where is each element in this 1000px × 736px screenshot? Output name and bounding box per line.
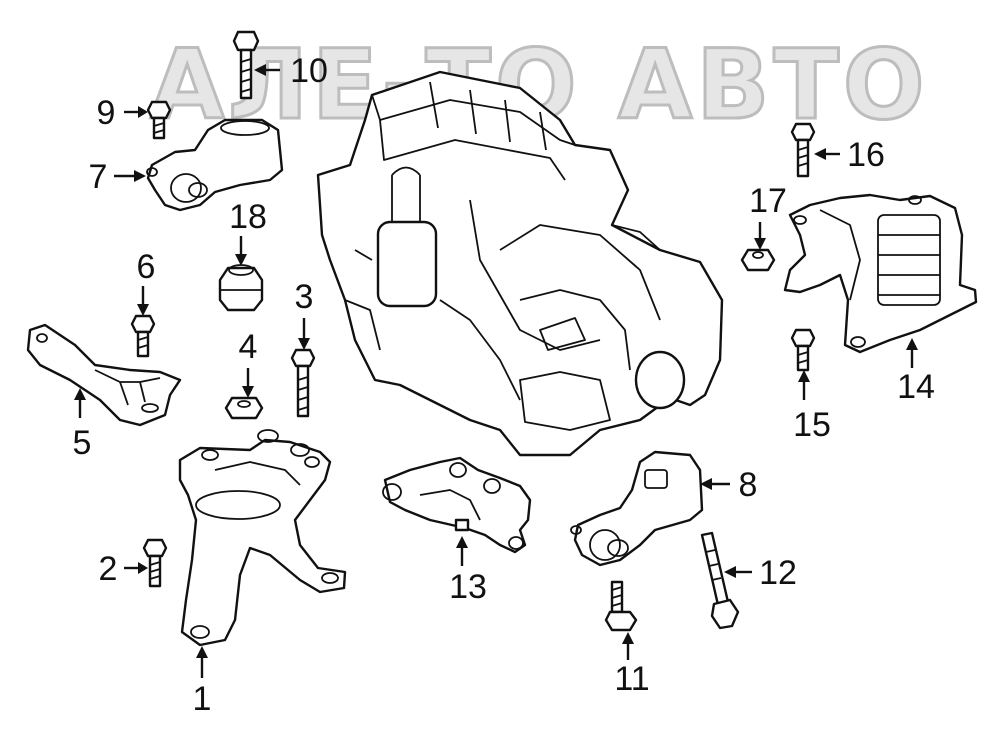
part-3-bolt	[290, 348, 316, 418]
part-17-nut	[740, 248, 776, 272]
part-4-nut	[224, 396, 264, 420]
part-2-bolt	[142, 538, 168, 588]
part-13-bracket	[382, 456, 532, 554]
callout-2: 2	[99, 550, 118, 588]
part-1-mount-bracket	[178, 429, 347, 647]
part-5-bracket	[26, 323, 182, 427]
engine-assembly	[316, 70, 724, 457]
callout-8: 8	[739, 466, 758, 504]
callout-15: 15	[793, 406, 831, 444]
watermark-text: АЛЕ-ТО АВТО	[150, 29, 929, 141]
callout-13: 13	[449, 568, 487, 606]
part-11-bolt	[604, 580, 638, 632]
part-16-bolt	[790, 122, 816, 178]
part-14-mount	[783, 193, 978, 354]
part-10-bolt	[232, 30, 260, 100]
callout-3: 3	[295, 278, 314, 316]
part-8-mount	[570, 450, 704, 567]
watermark: АЛЕ-ТО АВТО	[149, 28, 929, 143]
part-18-bushing	[218, 264, 264, 312]
callout-1: 1	[193, 680, 212, 718]
part-15-bolt	[790, 328, 816, 372]
part-12-bolt	[700, 531, 740, 630]
callout-labels: 1 2 3 4 5 6 7 8 9 10 11 12 13 14 15 16 1…	[73, 52, 935, 718]
callout-10: 10	[290, 52, 328, 90]
callout-7: 7	[89, 158, 108, 196]
callout-5: 5	[73, 424, 92, 462]
callout-4: 4	[239, 328, 258, 366]
callout-12: 12	[759, 554, 797, 592]
callout-18: 18	[229, 198, 267, 236]
callout-17: 17	[749, 182, 787, 220]
callout-11: 11	[614, 660, 649, 698]
callout-16: 16	[847, 136, 885, 174]
part-6-bolt	[130, 314, 156, 358]
leader-arrows	[74, 64, 918, 678]
part-7-mount	[146, 118, 284, 212]
callout-9: 9	[97, 94, 116, 132]
callout-14: 14	[897, 368, 935, 406]
callout-6: 6	[137, 248, 156, 286]
part-9-bolt	[146, 100, 172, 140]
